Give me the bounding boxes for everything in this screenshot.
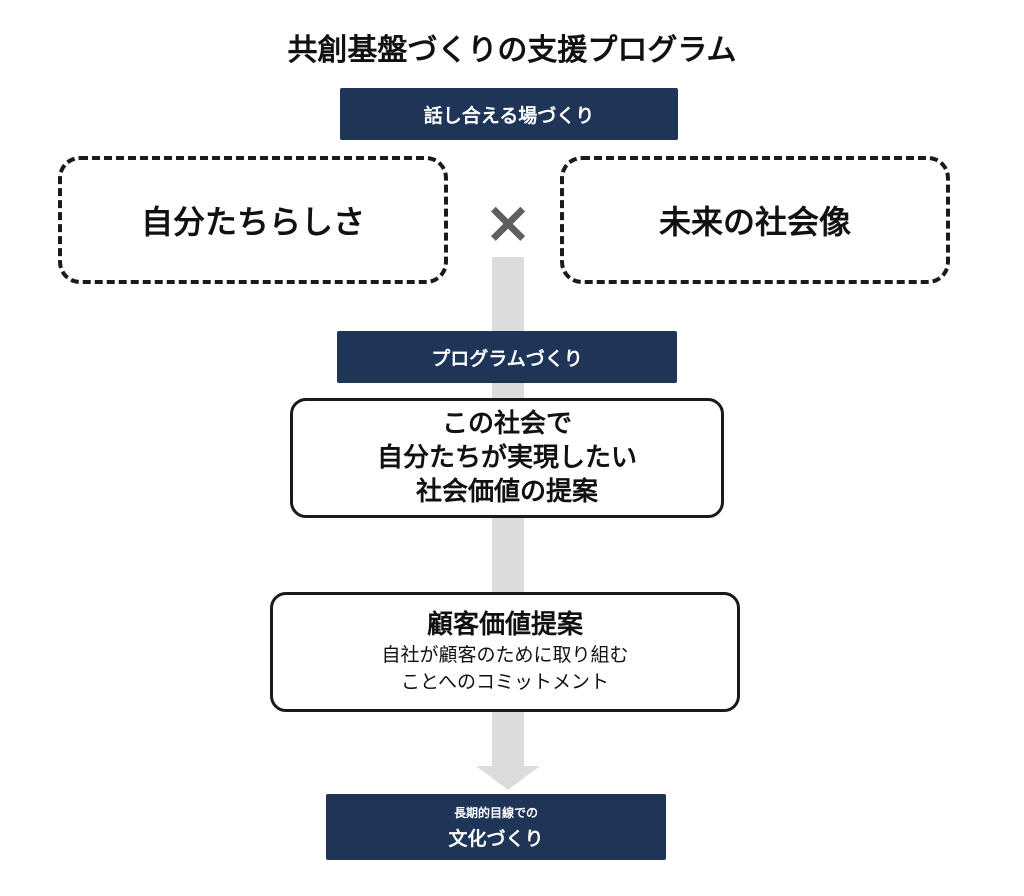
proposal-line: 自分たちが実現したい [376,443,637,473]
customer-box-subline: 自社が顧客のために取り組む [381,644,629,666]
proposal-line: この社会で [441,409,572,439]
diagram-title: 共創基盤づくりの支援プログラム [287,33,737,68]
customer-box-subline: ことへのコミットメント [400,671,610,693]
multiply-icon: × [483,188,533,256]
stage3-small-label: 長期的目線での [453,805,538,820]
stage-label-dialogue-space: 話し合える場づくり [340,88,678,140]
stage-label-program: プログラムづくり [337,331,677,383]
customer-box-heading: 顧客価値提案 [426,610,583,640]
stage-label-culture: 長期的目線での 文化づくり [326,794,666,860]
box-future-society: 未来の社会像 [560,156,950,284]
stage3-big-label: 文化づくり [448,827,544,850]
box-future-society-label: 未来の社会像 [658,203,851,241]
flow-arrow-head-icon [476,766,540,790]
box-our-identity-label: 自分たちらしさ [140,203,365,241]
proposal-line: 社会価値の提案 [415,477,598,507]
box-our-identity: 自分たちらしさ [58,156,448,284]
box-social-value-proposal: この社会で 自分たちが実現したい 社会価値の提案 [290,398,724,518]
box-customer-value-proposal: 顧客価値提案 自社が顧客のために取り組む ことへのコミットメント [270,592,740,712]
